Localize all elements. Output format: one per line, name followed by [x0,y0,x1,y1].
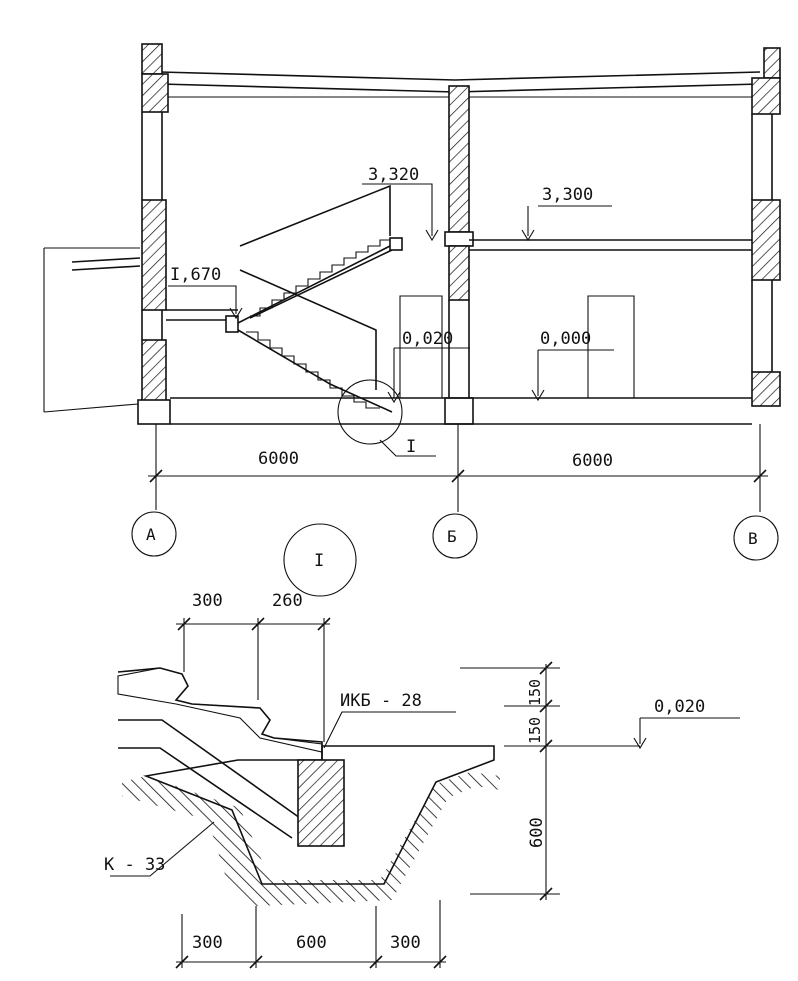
stringer-k33 [118,719,301,839]
beam-ikb28 [297,759,345,847]
level-3300: 3,300 [521,185,612,242]
svg-text:В: В [748,529,758,548]
detail-i: I 300 260 ИКБ - 28 К - 33 150 150 600 [104,523,740,969]
svg-text:0,020: 0,020 [654,697,705,717]
level-0000: 0,000 [531,329,614,402]
wall-axis-a [137,43,171,425]
detail-dim-260-top: 260 [272,591,303,611]
label-ikb28: ИКБ - 28 [323,691,456,749]
staircase [225,184,403,413]
axis-marker-b: Б [432,513,478,559]
detail-bottom-dim-line [176,900,446,968]
svg-text:3,320: 3,320 [368,165,419,185]
detail-side-dim-ticks [539,661,553,901]
intermediate-floor [469,239,752,251]
dimension-ticks [149,469,767,483]
level-0020: 0,020 [387,329,470,404]
dim-right-bay: 6000 [572,451,613,471]
svg-text:Б: Б [447,527,457,546]
detail-callout-leader [379,439,436,457]
door-right [587,295,635,398]
dim-left-bay: 6000 [258,449,299,469]
grade-line [43,247,140,413]
svg-text:0,020: 0,020 [402,329,453,349]
svg-text:А: А [146,525,156,544]
detail-dim-600-side: 600 [527,817,547,848]
wall-axis-c [751,47,781,407]
foundation-block [143,745,495,885]
detail-dim-600-bottom: 600 [296,933,327,953]
door-left [399,295,443,398]
building-section: I 3,320 3,300 I,670 0,020 0,000 [43,43,781,561]
axis-marker-a: А [131,511,177,557]
detail-bottom-dim-ticks [175,955,447,969]
detail-title: I [314,551,324,571]
detail-dim-300-top: 300 [192,591,223,611]
svg-text:ИКБ - 28: ИКБ - 28 [340,691,422,711]
axis-marker-c: В [733,515,779,561]
detail-title-circle [283,523,357,597]
level-3320: 3,320 [362,165,439,242]
detail-dim-150-a: 150 [526,679,544,706]
detail-callout-circle [337,379,403,445]
detail-dim-300-right: 300 [390,933,421,953]
svg-text:К - 33: К - 33 [104,855,165,875]
canopy [71,257,141,271]
detail-callout-label: I [406,437,416,457]
svg-text:0,000: 0,000 [540,329,591,349]
level-1670: I,670 [168,265,243,320]
stair-plaster [117,667,323,753]
earth-fill [122,772,500,906]
svg-text:I,670: I,670 [170,265,221,285]
detail-level-0020: 0,020 [560,697,740,750]
label-k33: К - 33 [104,821,215,877]
detail-top-dim-line [176,618,330,742]
svg-text:3,300: 3,300 [542,185,593,205]
detail-dim-150-b: 150 [526,717,544,744]
ground-floor [170,397,752,425]
wall-axis-b [444,85,474,425]
detail-dim-300-left: 300 [192,933,223,953]
detail-side-dim-line [460,664,560,900]
axis-lines [155,424,761,512]
detail-top-dim-ticks [177,617,331,631]
